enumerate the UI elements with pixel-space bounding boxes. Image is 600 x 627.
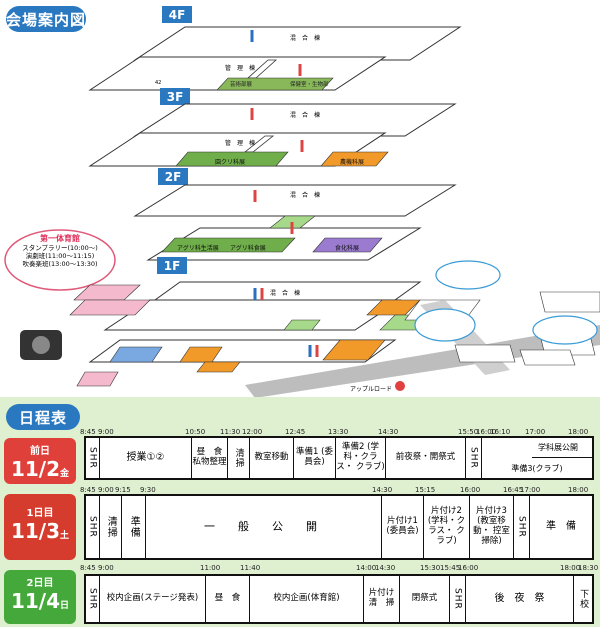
shr: SHR	[466, 438, 482, 478]
gym1-event-2: 演劇班(11:00〜11:15)	[25, 252, 95, 261]
day0-row: SHR 授業①② 昼 食 私物整理 清掃 教室移動 準備1 (委員会) 準備2 …	[84, 436, 594, 480]
cell-junbi1: 準備1 (委員会)	[294, 438, 336, 478]
f3-green	[175, 151, 289, 167]
cell-seisou: 清掃	[228, 438, 250, 478]
kongo-3f: 混 合 棟	[290, 112, 321, 119]
f4-highlight	[216, 77, 334, 91]
cell-jugyo: 授業①②	[100, 438, 192, 478]
cell-heisai: 閉祭式	[400, 576, 450, 622]
shr: SHR	[450, 576, 466, 622]
cell-idou: 教室移動	[250, 438, 294, 478]
cell-junbi2: 準備2 (学科・クラス・ クラブ)	[336, 438, 386, 478]
cell-junbi3: 準備3(クラブ)	[511, 463, 563, 473]
cell-stage: 校内企画(ステージ発表)	[100, 576, 206, 622]
f4-room-42: 42	[155, 80, 162, 86]
shr: SHR	[86, 496, 100, 558]
gym1-event-3: 吹奏楽班(13:00〜13:30)	[22, 260, 98, 269]
floor-1f-tag	[157, 257, 187, 274]
cell-junbi: 準備	[122, 496, 146, 558]
schedule-title: 日程表	[6, 404, 80, 430]
floor-1f-label: 1F	[163, 258, 181, 273]
day1-badge: 1日目 11/3土	[4, 494, 76, 560]
f2-name-0: アグリ科生活展	[177, 245, 219, 252]
floor-2f-label: 2F	[164, 169, 182, 184]
shr: SHR	[86, 576, 100, 622]
shr: SHR	[514, 496, 530, 558]
floor-2f	[133, 168, 457, 261]
floor-3f	[88, 88, 457, 167]
cell-lunch: 昼 食 私物整理	[192, 438, 228, 478]
cell-lunch: 昼 食	[206, 576, 250, 622]
gym2-block	[69, 299, 151, 316]
shr: SHR	[86, 438, 100, 478]
day2-badge: 2日目 11/4日	[4, 570, 76, 624]
gym1-bubble	[4, 229, 116, 291]
cell-katazuke: 片付け 清 掃	[364, 576, 400, 622]
floor-3f-tag	[160, 88, 190, 105]
f4-name-1: 芸術部展	[230, 82, 253, 88]
cell-gym: 校内企画(体育館)	[250, 576, 364, 622]
f3-orange	[320, 151, 389, 167]
cell-katazuke3: 片付け3 (教室移動・ 控室掃除)	[470, 496, 514, 558]
campus-map	[4, 6, 600, 398]
kanri-4f: 管 理 棟	[225, 65, 256, 72]
cell-ippan: 一 般 公 開	[146, 496, 382, 558]
cell-zenyasai: 前夜祭・開祭式	[386, 438, 466, 478]
gym1-title: 第一体育館	[40, 234, 80, 243]
f2-name-1: アグリ科食展	[230, 245, 266, 252]
floor-4f	[88, 6, 462, 91]
floor-3f-label: 3F	[166, 89, 184, 104]
f2-green	[161, 237, 296, 253]
f2-purple	[312, 237, 383, 253]
gym1-event-1: スタンプラリー(10:00〜)	[22, 244, 98, 252]
floor-4f-label: 4F	[168, 7, 186, 22]
cell-katazuke1: 片付け1 (委員会)	[382, 496, 424, 558]
apple-road-label: アップルロード	[350, 386, 393, 393]
f3-name-1: 農機科展	[340, 159, 365, 166]
cell-gekou: 下校	[578, 589, 589, 609]
kongo-4f: 混 合 棟	[290, 35, 321, 42]
kongo-2f: 混 合 棟	[290, 192, 321, 199]
day1-row: SHR 清掃 準備 一 般 公 開 片付け1 (委員会) 片付け2 (学科・クラ…	[84, 494, 594, 560]
map-title: 会場案内図	[6, 6, 86, 32]
f4-name-2: 保健室・生物部	[290, 82, 329, 88]
cell-junbi-end: 準 備	[546, 521, 576, 533]
floor-2f-tag	[158, 168, 188, 185]
kongo-1f: 混 合 棟	[270, 290, 301, 297]
floor-4f-tag	[162, 6, 192, 23]
apple-road	[245, 325, 600, 398]
f2-name-2: 食化科展	[335, 245, 360, 252]
day-prev-badge: 前日 11/2金	[4, 438, 76, 484]
cell-katazuke2: 片付け2 (学科・クラス・ クラブ)	[424, 496, 470, 558]
day2-row: SHR 校内企画(ステージ発表) 昼 食 校内企画(体育館) 片付け 清 掃 閉…	[84, 574, 594, 624]
cell-kouyasai: 後 夜 祭	[466, 576, 574, 622]
floor-1f	[20, 257, 600, 398]
f3-name-0: 園クリ科展	[215, 159, 246, 166]
cell-gakkaten: 学科展公開	[532, 438, 592, 458]
kanri-3f: 管 理 棟	[225, 140, 256, 147]
cell-seisou: 清掃	[100, 496, 122, 558]
